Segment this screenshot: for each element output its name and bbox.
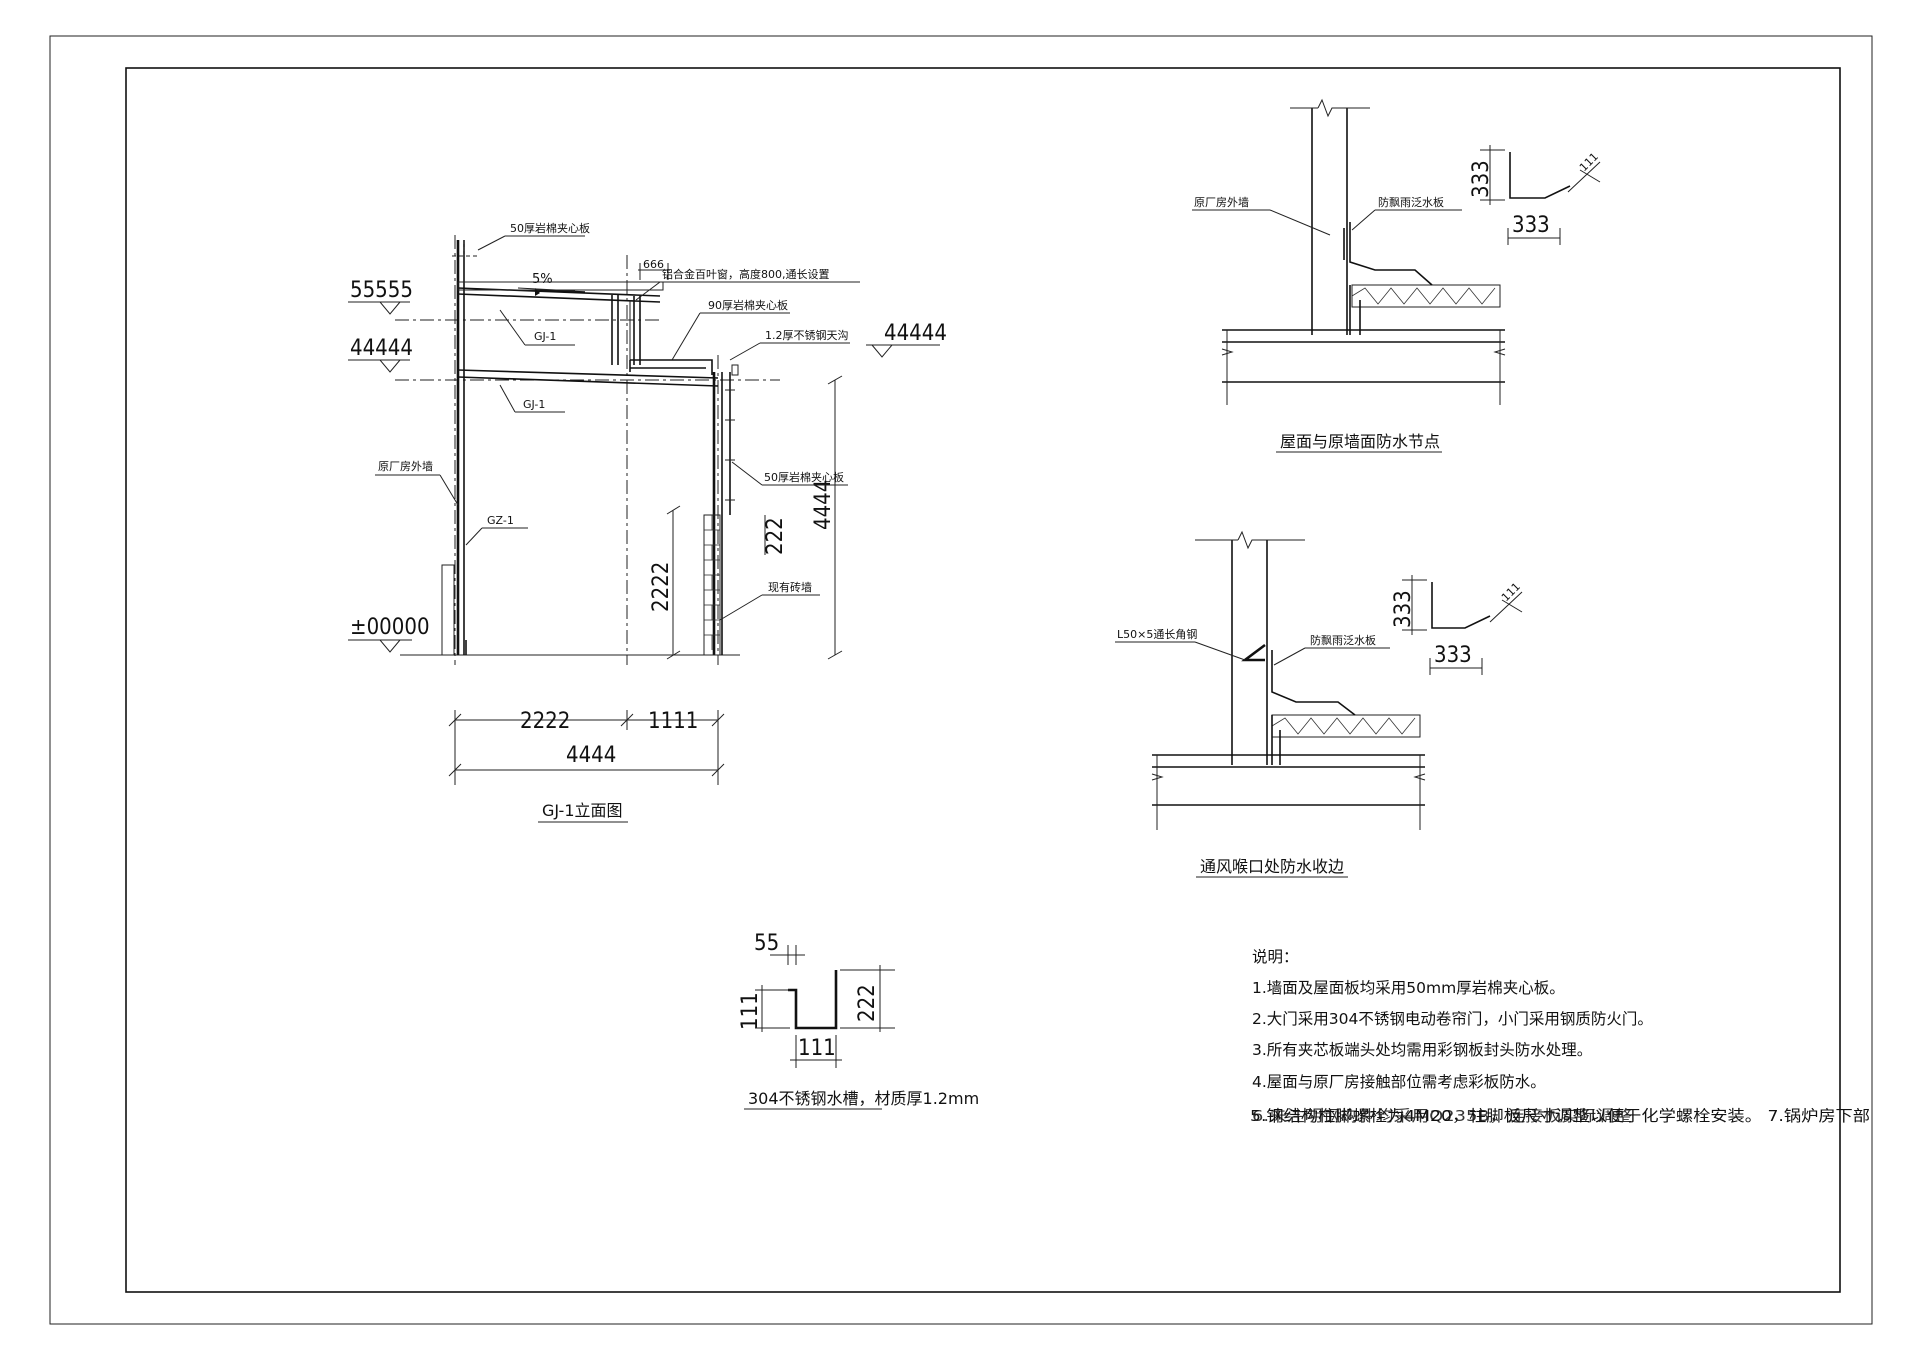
- inner-border: [125, 67, 1841, 1293]
- notes-block: 说明： 1.墙面及屋面板均采用50mm厚岩棉夹心板。 2.大门采用304不锈钢电…: [1250, 948, 1870, 1125]
- level-55555-text: 55555: [350, 278, 413, 303]
- d2-dim-v: 333: [1391, 590, 1416, 628]
- level-marker-44444-right: 44444: [866, 321, 947, 358]
- note-5: 5.钢结构柱脚螺栓为4M20，柱脚板尺寸调整以便于化学螺栓安装。 7.锅炉房下部: [1250, 1107, 1870, 1125]
- label-gj1-lower: GJ-1: [523, 398, 545, 411]
- level-00000-text: ±00000: [350, 615, 430, 640]
- gutter-dim-55: 55: [754, 931, 779, 956]
- level-marker-44444-left: 44444: [348, 336, 413, 373]
- note-1: 1.墙面及屋面板均采用50mm厚岩棉夹心板。: [1252, 979, 1565, 997]
- detail-roof-wall-waterproofing: 防飘雨泛水板 原厂房外墙 333 333 111 屋面与原墙面防水节点: [1192, 98, 1601, 453]
- level-44444-left-text: 44444: [350, 336, 413, 361]
- label-factory-wall: 原厂房外墙: [378, 459, 433, 473]
- label-panel-right: 50厚岩棉夹心板: [764, 470, 844, 484]
- d1-dim-v: 333: [1469, 160, 1494, 198]
- label-gutter: 1.2厚不锈钢天沟: [765, 329, 849, 342]
- d1-label-wall: 原厂房外墙: [1194, 195, 1249, 209]
- gutter-detail: 55 111 222 111 304不锈钢水槽，材质厚1.2mm: [738, 931, 979, 1110]
- dim-1111-h-text: 1111: [648, 709, 698, 734]
- label-panel-top: 50厚岩棉夹心板: [510, 221, 590, 235]
- gutter-dim-111-bottom: 111: [798, 1036, 836, 1061]
- dim-4444-h-text: 4444: [566, 743, 616, 768]
- label-brick-wall: 现有砖墙: [768, 580, 812, 594]
- label-louver: 铝合金百叶窗，高度800,通长设置: [662, 267, 830, 281]
- dim-666-text: 666: [643, 258, 664, 271]
- note-6: 6.未注明钢构件均采用Q235B，连接板实际调整: [1252, 1107, 1632, 1125]
- d1-label-flashing: 防飘雨泛水板: [1378, 195, 1444, 209]
- label-gz1: GZ-1: [487, 514, 514, 527]
- d2-label-flashing: 防飘雨泛水板: [1310, 633, 1376, 647]
- gutter-title: 304不锈钢水槽，材质厚1.2mm: [748, 1089, 979, 1108]
- d1-dim-h: 333: [1512, 213, 1550, 238]
- elevation-title: GJ-1立面图: [542, 801, 623, 820]
- dim-2222-vert-text: 2222: [649, 562, 674, 612]
- d2-dim-h: 333: [1434, 643, 1472, 668]
- outer-border: [49, 35, 1873, 1325]
- level-marker-55555: 55555: [348, 278, 413, 315]
- gj1-elevation: 55555 44444 ±00000 44444 5%: [348, 221, 947, 823]
- detail1-title: 屋面与原墙面防水节点: [1280, 432, 1440, 451]
- dim-2222-h-text: 2222: [520, 709, 570, 734]
- gutter-dim-111-left: 111: [738, 992, 763, 1030]
- d2-label-angle: L50×5通长角钢: [1117, 628, 1197, 641]
- note-4: 4.屋面与原厂房接触部位需考虑彩板防水。: [1252, 1073, 1546, 1091]
- dim-4444-vert-text: 4444: [811, 480, 836, 530]
- slope-text: 5%: [532, 272, 553, 287]
- detail2-title: 通风喉口处防水收边: [1200, 857, 1344, 876]
- note-3: 3.所有夹芯板端头处均需用彩钢板封头防水处理。: [1252, 1041, 1592, 1059]
- level-44444-right-text: 44444: [884, 321, 947, 346]
- notes-heading: 说明：: [1252, 948, 1299, 966]
- label-panel-mid: 90厚岩棉夹心板: [708, 298, 788, 312]
- gutter-dim-222: 222: [855, 984, 880, 1022]
- level-marker-00000: ±00000: [348, 615, 430, 653]
- detail-ventilation-edge: L50×5通长角钢 防飘雨泛水板 333 333 111 通风喉口处防水收边: [1115, 530, 1523, 878]
- label-gj1-upper: GJ-1: [534, 330, 556, 343]
- note-2: 2.大门采用304不锈钢电动卷帘门，小门采用钢质防火门。: [1252, 1010, 1653, 1028]
- dim-222-vert-text: 222: [763, 517, 788, 555]
- brick-wall: [703, 514, 721, 656]
